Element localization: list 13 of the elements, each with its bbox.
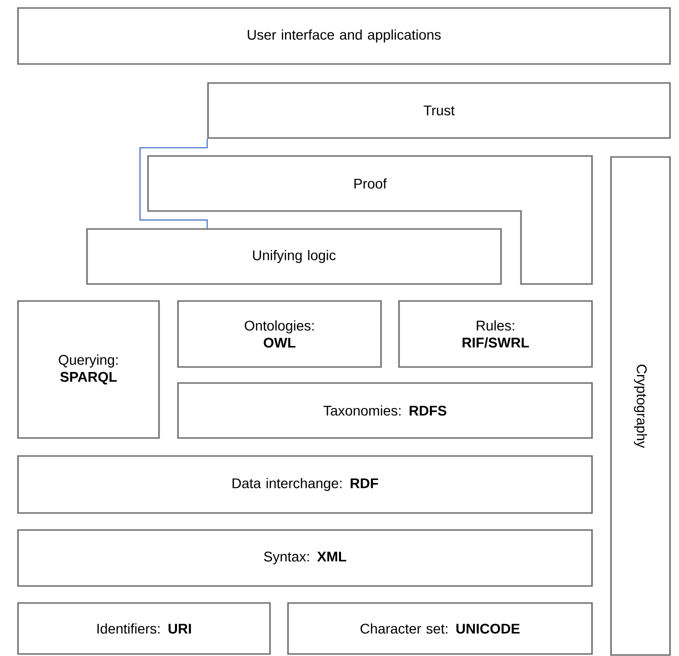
layer-box: Unifying logic <box>86 228 502 285</box>
layer-box: User interface and applications <box>17 7 671 65</box>
layer-box: Character set: UNICODE <box>287 602 593 655</box>
layer-box: Trust <box>207 82 671 139</box>
layer-box: Ontologies: OWL <box>177 300 382 368</box>
layer-box: Querying: SPARQL <box>17 300 160 439</box>
layer-box: Data interchange: RDF <box>17 455 593 514</box>
layer-box: Cryptography <box>610 156 671 656</box>
layer-box: Rules: RIF/SWRL <box>398 300 593 368</box>
layer-box: Syntax: XML <box>17 529 593 587</box>
connector-line <box>140 138 208 229</box>
layer-box: Taxonomies: RDFS <box>177 382 593 439</box>
layer-box: Identifiers: URI <box>17 602 271 655</box>
